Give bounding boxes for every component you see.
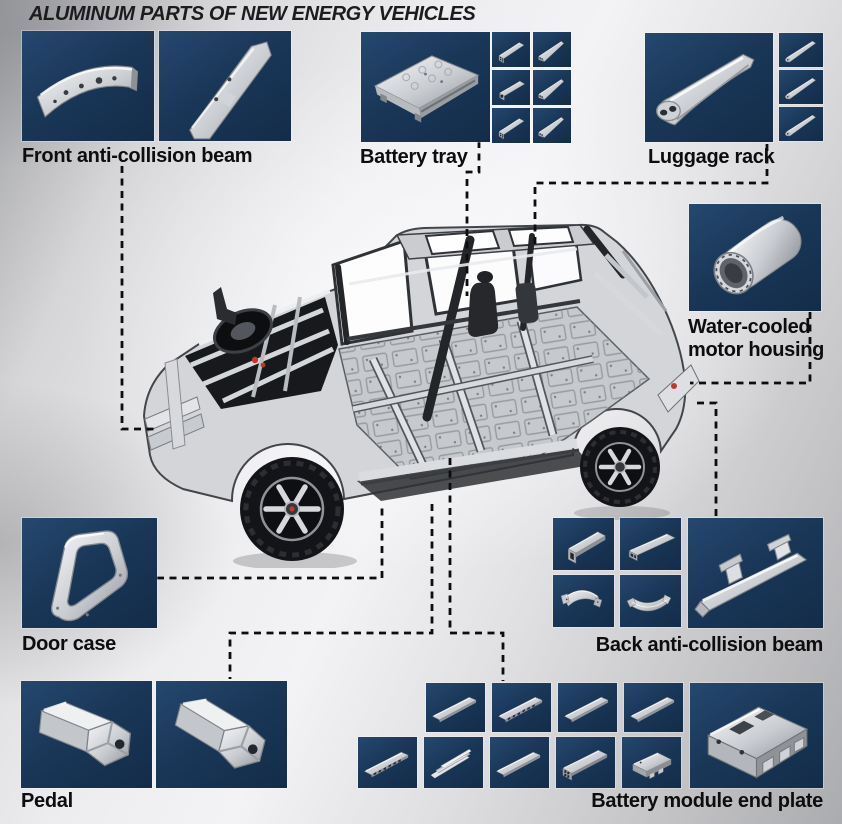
back-beam-example <box>688 518 823 628</box>
windshield <box>331 238 414 346</box>
car-cutaway-illustration <box>142 223 700 568</box>
part-tile-plate-ribbed <box>358 737 417 788</box>
plate-icon <box>624 683 683 732</box>
profile-2-icon <box>533 32 571 67</box>
part-tile-rail-s <box>779 107 823 141</box>
part-tile-plate-ribbed <box>492 683 551 732</box>
plate-ribbed-icon <box>358 737 417 788</box>
luggage-rack-label: Luggage rack <box>648 146 775 168</box>
plate-icon <box>490 737 549 788</box>
part-tile-profile-2 <box>533 70 571 105</box>
front-beam-examples <box>22 31 291 141</box>
hex-block-icon <box>21 681 152 788</box>
rect-tube-icon <box>553 518 614 570</box>
part-tile-diagonal-beam <box>159 31 291 141</box>
part-tile-battery-tray <box>361 32 490 142</box>
end-plate-row-top <box>426 683 683 732</box>
end-plate-row-bottom <box>358 737 681 788</box>
door-case-example <box>22 518 157 628</box>
rear-wheel <box>580 427 660 507</box>
front-beam-label: Front anti-collision beam <box>22 145 253 167</box>
part-tile-hex-block <box>21 681 152 788</box>
block-tabs-icon <box>622 737 681 788</box>
back-beam-label: Back anti-collision beam <box>595 634 824 656</box>
profile-1-icon <box>492 32 530 67</box>
part-tile-plate <box>426 683 485 732</box>
part-tile-rail-s <box>779 70 823 104</box>
plate-icon <box>426 683 485 732</box>
part-tile-rect-tube <box>553 518 614 570</box>
part-tile-plate <box>624 683 683 732</box>
front-wheel <box>240 457 344 561</box>
part-tile-plate <box>558 683 617 732</box>
profile-2-icon <box>533 108 571 143</box>
backbeam-icon <box>688 518 823 628</box>
plate-ribbed-icon <box>492 683 551 732</box>
pedal-label: Pedal <box>21 790 73 812</box>
part-tile-flat-tube <box>620 518 681 570</box>
part-tile-bracket-b <box>620 575 681 627</box>
part-tile-endplate-big <box>690 683 823 788</box>
end-plate-label: Battery module end plate <box>591 790 823 812</box>
part-tile-plate-thick <box>556 737 615 788</box>
part-tile-block-tabs <box>622 737 681 788</box>
plate-thick-icon <box>556 737 615 788</box>
part-tile-door-frame <box>22 518 157 628</box>
part-tile-plate <box>490 737 549 788</box>
battery-tray-profiles <box>492 32 571 143</box>
luggage-rack-profiles <box>779 33 823 141</box>
part-tile-profile-1 <box>492 108 530 143</box>
cylinder-icon <box>689 204 821 311</box>
door-frame-icon <box>22 518 157 628</box>
pedal-examples <box>21 681 287 788</box>
water-housing-label: Water-cooled motor housing <box>688 316 825 361</box>
luggage-rack-example <box>645 33 773 142</box>
water-housing-example <box>689 204 821 311</box>
flat-tube-icon <box>620 518 681 570</box>
plate-tri-icon <box>424 737 483 788</box>
battery-tray-icon <box>361 32 490 142</box>
sunroof-rear <box>507 225 575 248</box>
part-tile-profile-2 <box>533 108 571 143</box>
endplate-big-icon <box>690 683 823 788</box>
battery-tray-label: Battery tray <box>360 146 468 168</box>
part-tile-plate-tri <box>424 737 483 788</box>
profile-1-icon <box>492 108 530 143</box>
part-tile-rail <box>645 33 773 142</box>
bracket-a-icon <box>553 575 614 627</box>
diagonal-beam-icon <box>159 31 291 141</box>
part-tile-backbeam <box>688 518 823 628</box>
profile-3-icon <box>492 70 530 105</box>
part-tile-profile-2 <box>533 32 571 67</box>
bracket-b-icon <box>620 575 681 627</box>
back-beam-profiles <box>553 518 681 627</box>
part-tile-curved-beam <box>22 31 154 141</box>
part-tile-profile-3 <box>492 70 530 105</box>
rail-s-icon <box>779 70 823 104</box>
part-tile-cylinder <box>689 204 821 311</box>
profile-2-icon <box>533 70 571 105</box>
end-plate-example <box>690 683 823 788</box>
curved-beam-icon <box>22 31 154 141</box>
door-case-label: Door case <box>22 633 117 655</box>
hex-block-2-icon <box>156 681 287 788</box>
rail-s-icon <box>779 33 823 67</box>
page-title: ALUMINUM PARTS OF NEW ENERGY VEHICLES <box>29 3 476 25</box>
rail-s-icon <box>779 107 823 141</box>
battery-tray-example <box>361 32 490 142</box>
driver-seat <box>468 282 499 337</box>
plate-icon <box>558 683 617 732</box>
part-tile-hex-block-2 <box>156 681 287 788</box>
rail-icon <box>645 33 773 142</box>
part-tile-rail-s <box>779 33 823 67</box>
part-tile-bracket-a <box>553 575 614 627</box>
part-tile-profile-1 <box>492 32 530 67</box>
